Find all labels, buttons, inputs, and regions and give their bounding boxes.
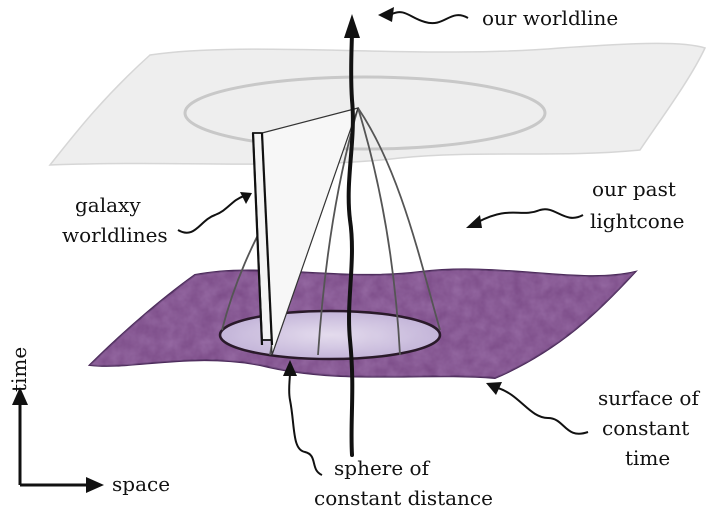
annotation-arrows	[177, 7, 589, 476]
label-constant-distance: constant distance	[314, 486, 493, 510]
surface-pointer	[497, 387, 589, 435]
space-axis-arrowhead	[86, 477, 104, 493]
our-worldline-pointer	[391, 11, 469, 25]
upper-constant-time-sheet	[48, 42, 707, 166]
label-worldlines: worldlines	[62, 223, 168, 247]
worldline-arrowhead	[344, 14, 360, 38]
axis-label-time: time	[7, 347, 31, 392]
label-time: time	[625, 446, 670, 470]
our-worldline	[344, 14, 360, 457]
label-our-worldline: our worldline	[482, 6, 618, 30]
label-sphere-of: sphere of	[334, 456, 431, 480]
label-our-past: our past	[592, 177, 676, 201]
sphere-pointer	[288, 371, 323, 476]
sphere-constant-distance-outline	[218, 309, 442, 361]
lightcone-pointer	[477, 208, 584, 223]
axes-indicator	[12, 387, 104, 493]
label-constant: constant	[602, 416, 689, 440]
time-axis-arrowhead	[12, 387, 28, 405]
label-galaxy: galaxy	[75, 193, 141, 217]
galaxy-worldlines	[251, 107, 359, 356]
upper-sphere-ellipse	[183, 75, 547, 151]
label-surface-of: surface of	[598, 386, 700, 410]
label-lightcone: lightcone	[590, 209, 684, 233]
galaxy-worldlines-pointer	[177, 195, 245, 234]
axis-label-space: space	[112, 472, 170, 496]
